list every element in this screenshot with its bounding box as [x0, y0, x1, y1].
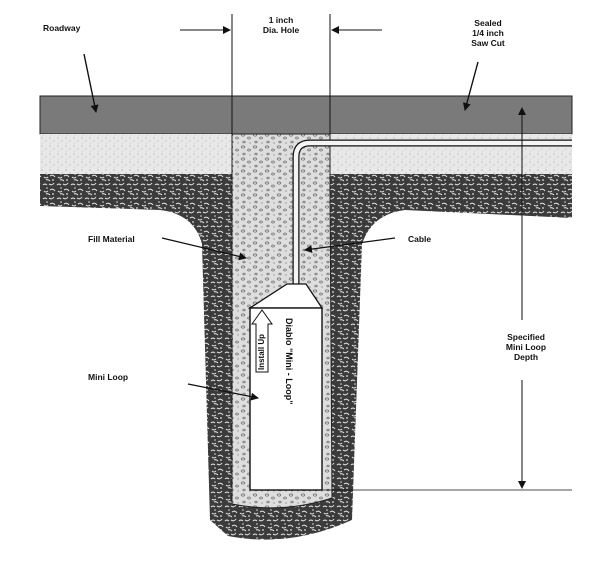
fill-material-label: Fill Material — [88, 234, 135, 244]
cable-arrow — [304, 237, 396, 254]
sealed-line2: 1/4 inch — [472, 28, 504, 38]
depth-line1: Specified — [507, 332, 545, 342]
diablo-mini-loop-text: Diablo "Mini - Loop" — [284, 318, 294, 405]
sealed-line3: Saw Cut — [471, 38, 505, 48]
depth-line3: Depth — [513, 352, 539, 362]
hole-label-line2: Dia. Hole — [262, 25, 300, 35]
hole-label: 1 inch Dia. Hole — [240, 15, 322, 35]
sealed-line1: Sealed — [474, 18, 502, 28]
hole-label-line1: 1 inch — [268, 15, 294, 25]
sawcut-arrow — [462, 61, 479, 111]
depth-line2: Mini Loop — [505, 342, 547, 352]
roadway-arrow — [83, 53, 99, 113]
cable-label: Cable — [408, 234, 432, 244]
roadway-label: Roadway — [43, 23, 81, 33]
fill-arrow — [161, 237, 247, 261]
asphalt-layer — [39, 95, 573, 135]
install-up-text: Install Up — [257, 333, 266, 370]
depth-label: Specified Mini Loop Depth — [496, 332, 556, 362]
install-up-arrow — [251, 309, 273, 373]
cable-inner — [293, 140, 572, 288]
mini-loop-label: Mini Loop — [88, 372, 129, 382]
sealed-saw-cut-label: Sealed 1/4 inch Saw Cut — [458, 18, 518, 48]
mini-loop-arrow — [187, 383, 259, 401]
